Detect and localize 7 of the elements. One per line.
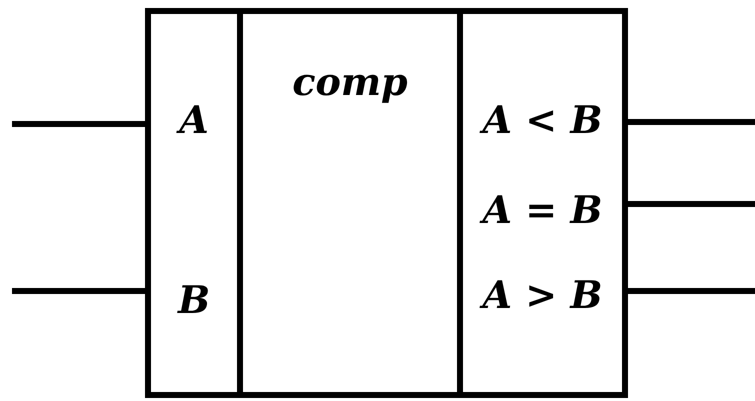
signal-wire (628, 201, 755, 207)
signal-wire (628, 119, 755, 125)
block-title: comp (292, 60, 408, 104)
signal-wire (12, 288, 145, 294)
signal-wire (12, 121, 145, 127)
signal-wire (628, 288, 755, 294)
pin-label: B (178, 278, 210, 322)
